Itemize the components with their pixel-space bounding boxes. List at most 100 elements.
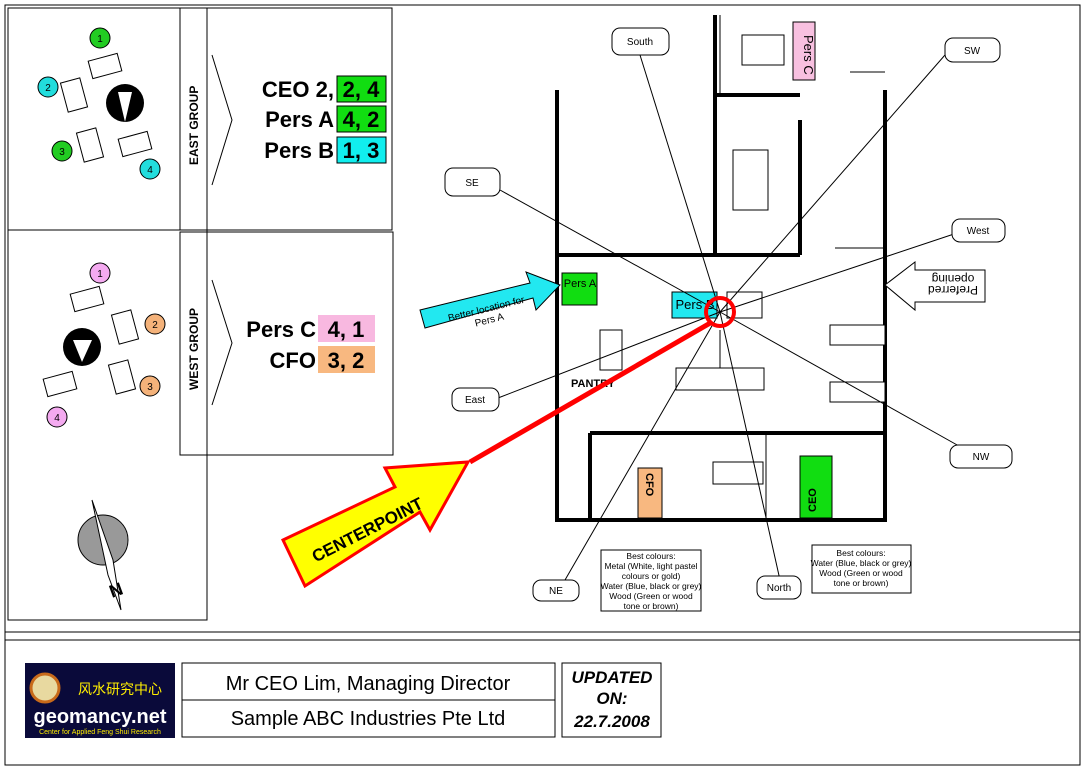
desk bbox=[87, 52, 123, 80]
desk bbox=[829, 381, 886, 403]
seat-1: 1 bbox=[89, 262, 111, 284]
row-name: CFO bbox=[270, 348, 316, 373]
seat-number: 2 bbox=[152, 320, 158, 331]
note-line: Best colours: bbox=[626, 551, 675, 561]
dir-north: North bbox=[756, 575, 802, 600]
compass-needle-icon bbox=[118, 92, 132, 122]
client-name: Mr CEO Lim, Managing Director bbox=[226, 673, 511, 695]
row-value-bg bbox=[318, 315, 375, 342]
updated-date: 22.7.2008 bbox=[573, 712, 650, 731]
arrow-text: Preferred bbox=[928, 283, 978, 297]
logo-name: geomancy.net bbox=[34, 706, 167, 728]
row-value-bg bbox=[336, 105, 387, 133]
compass-letter: N bbox=[107, 579, 126, 602]
desk bbox=[69, 285, 105, 313]
centerpoint-pointer-line bbox=[468, 319, 714, 465]
seat-marker bbox=[144, 313, 166, 335]
desk bbox=[741, 34, 785, 66]
row-value: 1, 3 bbox=[343, 138, 380, 163]
dir-sw: SW bbox=[944, 37, 1001, 63]
dir-label: NW bbox=[973, 452, 990, 463]
better-location-arrow: Better location for Pers A bbox=[419, 271, 561, 329]
east-chevron bbox=[211, 54, 233, 186]
desk bbox=[42, 370, 78, 398]
west-row-cfo: CFO 3, 2 bbox=[270, 346, 375, 373]
best-colours-left: Best colours: Metal (White, light pastel… bbox=[600, 549, 702, 612]
centerpoint-arrow: CENTERPOINT bbox=[280, 460, 471, 589]
dir-east: East bbox=[451, 387, 500, 412]
row-value-bg bbox=[336, 75, 387, 103]
note-line: Best colours: bbox=[836, 548, 885, 558]
note-line: Water (Blue, black or grey) bbox=[811, 558, 912, 568]
desk bbox=[107, 359, 137, 395]
note-line: Wood (Green or wood bbox=[609, 591, 693, 601]
desk bbox=[599, 329, 623, 371]
floor-plan: Pers A Pers B Pers C PANTRY CFO CEO bbox=[497, 15, 976, 581]
seat-marker bbox=[139, 158, 161, 180]
seat-number: 3 bbox=[147, 382, 153, 393]
row-value: 4, 2 bbox=[343, 107, 380, 132]
west-group-label: WEST GROUP bbox=[187, 308, 201, 390]
row-value: 4, 1 bbox=[328, 317, 365, 342]
direction-labels: South SW SE West East NW NE North bbox=[444, 27, 1013, 602]
east-row-pers-b: Pers B 1, 3 bbox=[264, 136, 387, 164]
seat-4: 4 bbox=[46, 406, 68, 428]
dir-se: SE bbox=[444, 167, 501, 197]
seat-number: 3 bbox=[59, 147, 65, 158]
desk bbox=[110, 309, 140, 345]
seat-3: 3 bbox=[51, 140, 73, 162]
best-colours-right: Best colours: Water (Blue, black or grey… bbox=[811, 544, 912, 594]
row-name: CEO 2, bbox=[262, 77, 334, 102]
seat-3: 3 bbox=[139, 375, 161, 397]
west-row-pers-c: Pers C 4, 1 bbox=[246, 315, 375, 342]
dir-label: SE bbox=[465, 178, 479, 189]
compass-needle-icon bbox=[91, 499, 122, 611]
dir-ne: NE bbox=[532, 579, 580, 602]
desk bbox=[75, 127, 105, 163]
seat-marker bbox=[89, 262, 111, 284]
row-value-bg bbox=[318, 346, 375, 373]
logo-chinese: 风水研究中心 bbox=[78, 681, 162, 697]
updated-block bbox=[561, 662, 662, 738]
dir-label: West bbox=[967, 226, 990, 237]
dir-label: South bbox=[627, 37, 653, 48]
west-chevron bbox=[211, 279, 233, 406]
centerpoint-marker bbox=[704, 296, 736, 328]
dir-west: West bbox=[951, 218, 1006, 243]
seat-number: 1 bbox=[97, 34, 103, 45]
company-name: Sample ABC Industries Pte Ltd bbox=[231, 708, 506, 730]
arrow-text: opening bbox=[932, 272, 975, 286]
north-compass-icon: N bbox=[77, 499, 129, 611]
pers-a-label: Pers A bbox=[564, 278, 597, 290]
seat-number: 2 bbox=[45, 83, 51, 94]
outer-wall bbox=[555, 90, 887, 522]
seat-marker bbox=[51, 140, 73, 162]
updated-label: ON: bbox=[596, 689, 627, 708]
preferred-opening-arrow: Preferred opening bbox=[884, 260, 986, 312]
west-values-panel bbox=[206, 231, 394, 456]
updated-label: UPDATED bbox=[572, 668, 653, 687]
ceo-label: CEO bbox=[807, 488, 819, 512]
cfo-label: CFO bbox=[643, 473, 655, 497]
logo-tagline: Center for Applied Feng Shui Research bbox=[39, 729, 161, 736]
page-frame bbox=[4, 4, 1081, 766]
cfo-desk bbox=[637, 467, 663, 519]
meeting-table bbox=[732, 149, 769, 211]
desk bbox=[675, 367, 765, 391]
seat-1: 1 bbox=[89, 27, 111, 49]
compass-needle-icon bbox=[73, 340, 92, 362]
seat-number: 1 bbox=[97, 269, 103, 280]
row-name: Pers B bbox=[264, 138, 334, 163]
seat-2: 2 bbox=[144, 313, 166, 335]
note-line: colours or gold) bbox=[622, 571, 681, 581]
note-line: Metal (White, light pastel bbox=[604, 561, 697, 571]
desk bbox=[59, 77, 89, 113]
dir-label: North bbox=[767, 583, 791, 594]
dir-label: East bbox=[465, 395, 485, 406]
east-group-label: EAST GROUP bbox=[187, 86, 201, 165]
east-seating-diagram: 1 2 3 4 bbox=[37, 27, 161, 180]
east-row-pers-a: Pers A 4, 2 bbox=[265, 105, 387, 133]
dir-label: SW bbox=[964, 46, 981, 57]
desk bbox=[117, 130, 153, 158]
